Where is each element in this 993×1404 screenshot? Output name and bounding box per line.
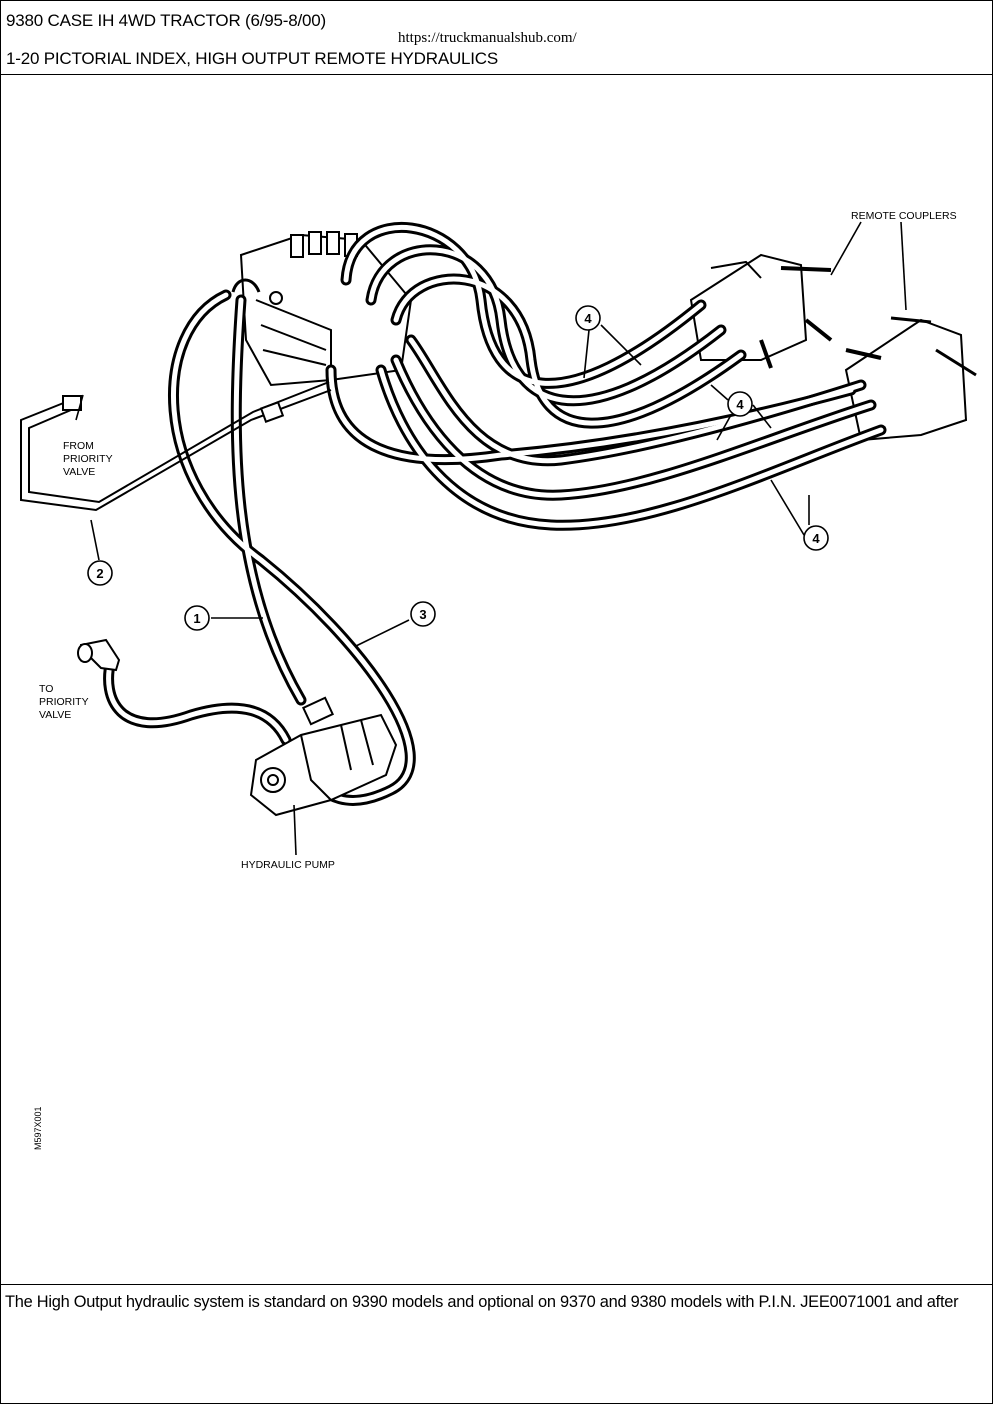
page-footer: The High Output hydraulic system is stan… [1,1284,992,1403]
remote-coupler-upper [689,253,833,369]
from-priority-label-2: PRIORITY [63,453,113,465]
to-priority-label-2: PRIORITY [39,696,89,708]
remote-coupler-lower [844,316,977,442]
control-valve-assembly [231,231,413,387]
callout-2-label: 2 [96,566,103,581]
coupler-hoses-inner [328,225,884,528]
remote-couplers-label: REMOTE COUPLERS [851,210,957,222]
page-header: 9380 CASE IH 4WD TRACTOR (6/95-8/00) htt… [1,1,992,75]
priority-supply-hose [103,654,292,746]
priority-supply-hose-inner [106,657,289,743]
manual-title: 9380 CASE IH 4WD TRACTOR (6/95-8/00) [6,11,327,30]
callout-3-label: 3 [419,607,426,622]
callout-4a-label: 4 [584,311,592,326]
from-priority-label-1: FROM [63,440,94,452]
callout-4c: 4 [803,525,829,551]
callout-4b: 4 [727,391,753,417]
section-title: 1-20 PICTORIAL INDEX, HIGH OUTPUT REMOTE… [6,49,499,68]
callout-1-label: 1 [193,611,200,626]
hydraulic-pump [249,696,398,817]
priority-valve-tube [20,381,332,512]
callout-4a: 4 [575,305,601,331]
leader-lines [75,221,907,856]
hydraulic-pump-label: HYDRAULIC PUMP [241,859,335,871]
priority-elbow-fitting [77,638,121,672]
callout-3: 3 [410,601,436,627]
footer-note: The High Output hydraulic system is stan… [5,1293,959,1311]
from-priority-label-3: VALVE [63,466,95,478]
source-url[interactable]: https://truckmanualshub.com/ [398,30,577,46]
callout-4b-label: 4 [736,397,744,412]
figure-code: M597X001 [33,1106,43,1150]
callout-4c-label: 4 [812,531,820,546]
callout-1: 1 [184,605,210,631]
to-priority-label-1: TO [39,683,53,695]
callout-2: 2 [87,560,113,586]
pump-hoses-inner [171,292,413,803]
hydraulics-diagram: 1 2 3 4 4 4 REMOTE COUPLERS FROM PRIORIT… [1,75,992,1283]
to-priority-label-3: VALVE [39,709,71,721]
